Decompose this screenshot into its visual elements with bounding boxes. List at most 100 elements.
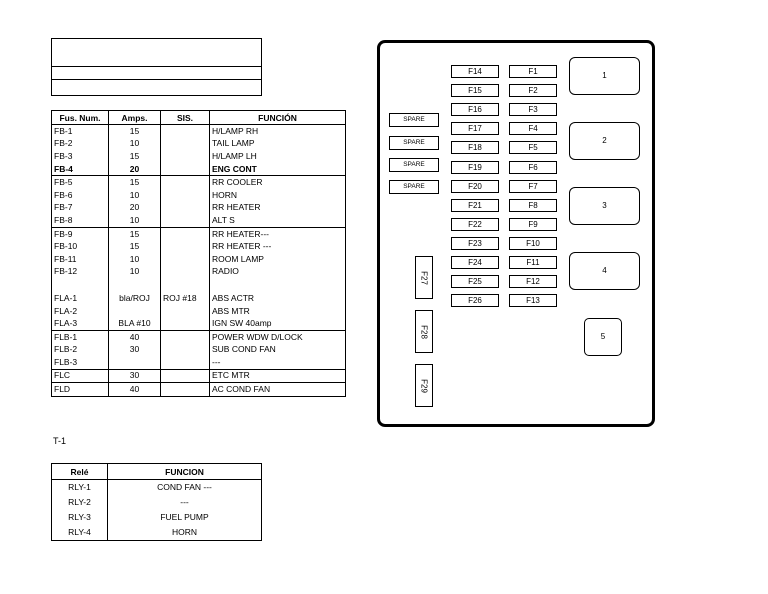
- function-cell: RADIO: [209, 265, 346, 279]
- fuse-slot: F7: [509, 179, 557, 193]
- table-row: [51, 278, 346, 293]
- relay-cell: RLY-3: [51, 510, 108, 525]
- spare-fuse-slot: SPARE: [389, 136, 439, 150]
- fuse-slot: F25: [451, 275, 499, 289]
- system-cell: [160, 343, 210, 357]
- fuse-slot: F14: [451, 65, 499, 78]
- function-cell: ALT S: [209, 214, 346, 228]
- header-relay: Relé: [51, 463, 108, 480]
- system-cell: [160, 304, 210, 318]
- system-cell: [160, 252, 210, 266]
- system-cell: [160, 124, 210, 138]
- system-cell: [160, 201, 210, 215]
- system-cell: [160, 278, 210, 293]
- header-relay-function: FUNCION: [107, 463, 262, 480]
- amps-cell: 20: [108, 162, 161, 176]
- fuse-slot: F9: [509, 217, 557, 231]
- fuse-slot: F17: [451, 122, 499, 136]
- function-cell: RR HEATER---: [209, 226, 346, 241]
- relay-function-cell: HORN: [107, 525, 262, 541]
- function-cell: IGN SW 40amp: [209, 317, 346, 331]
- function-cell: ENG CONT: [209, 162, 346, 176]
- spare-fuse-slot: SPARE: [389, 180, 439, 194]
- fuse-number-cell: FB-11: [51, 252, 109, 266]
- relay-cell: RLY-1: [51, 479, 108, 495]
- fuse-number-cell: FLA-1: [51, 292, 109, 305]
- function-cell: H/LAMP RH: [209, 124, 346, 138]
- relay-slot: 1: [569, 57, 640, 95]
- amps-cell: BLA #10: [108, 317, 161, 331]
- amps-cell: [108, 304, 161, 318]
- function-cell: RR HEATER: [209, 201, 346, 215]
- header-divider: [52, 66, 261, 67]
- function-cell: ETC MTR: [209, 368, 346, 383]
- system-cell: [160, 137, 210, 151]
- fuse-slot: F5: [509, 141, 557, 155]
- system-cell: [160, 162, 210, 176]
- fuse-slot: F19: [451, 160, 499, 174]
- vertical-fuse-label: F27: [419, 270, 429, 285]
- relay-function-cell: ---: [107, 495, 262, 510]
- fuse-number-cell: FB-2: [51, 137, 109, 151]
- header-function: FUNCIÓN: [209, 110, 346, 125]
- fuse-number-cell: FB-4: [51, 162, 109, 176]
- fuse-slot: F3: [509, 103, 557, 117]
- amps-cell: [108, 356, 161, 370]
- fuse-number-cell: FB-6: [51, 188, 109, 202]
- function-cell: AC COND FAN: [209, 382, 346, 397]
- fuse-number-cell: FB-12: [51, 265, 109, 279]
- amps-cell: 15: [108, 150, 161, 163]
- amps-cell: 30: [108, 368, 161, 383]
- fuse-number-cell: FLB-3: [51, 356, 109, 370]
- spare-fuse-slot: SPARE: [389, 113, 439, 127]
- system-cell: [160, 382, 210, 397]
- spare-fuse-slot: SPARE: [389, 158, 439, 172]
- function-cell: ABS MTR: [209, 304, 346, 318]
- fuse-number-cell: FB-8: [51, 214, 109, 228]
- relay-function-cell: COND FAN ---: [107, 479, 262, 495]
- fuse-slot: F1: [509, 65, 557, 78]
- system-cell: [160, 214, 210, 228]
- amps-cell: 15: [108, 226, 161, 241]
- vertical-fuse-slot: F29: [415, 364, 433, 407]
- system-cell: ROJ #18: [160, 292, 210, 305]
- system-cell: [160, 265, 210, 279]
- relay-slot: 4: [569, 252, 640, 290]
- header-box: [51, 38, 262, 96]
- fuse-slot: F21: [451, 198, 499, 212]
- vertical-fuse-slot: F28: [415, 310, 433, 353]
- system-cell: [160, 150, 210, 163]
- relay-slot-small: 5: [584, 318, 622, 356]
- amps-cell: 15: [108, 124, 161, 138]
- amps-cell: 30: [108, 343, 161, 357]
- fuse-slot: F23: [451, 236, 499, 250]
- amps-cell: 15: [108, 175, 161, 189]
- fuse-slot: F22: [451, 217, 499, 231]
- function-cell: ABS ACTR: [209, 292, 346, 305]
- fuse-slot: F10: [509, 236, 557, 250]
- vertical-fuse-label: F28: [419, 324, 429, 339]
- system-cell: [160, 356, 210, 370]
- fuse-number-cell: FB-7: [51, 201, 109, 215]
- fuse-slot: F18: [451, 141, 499, 155]
- amps-cell: 10: [108, 214, 161, 228]
- function-cell: H/LAMP LH: [209, 150, 346, 163]
- system-cell: [160, 188, 210, 202]
